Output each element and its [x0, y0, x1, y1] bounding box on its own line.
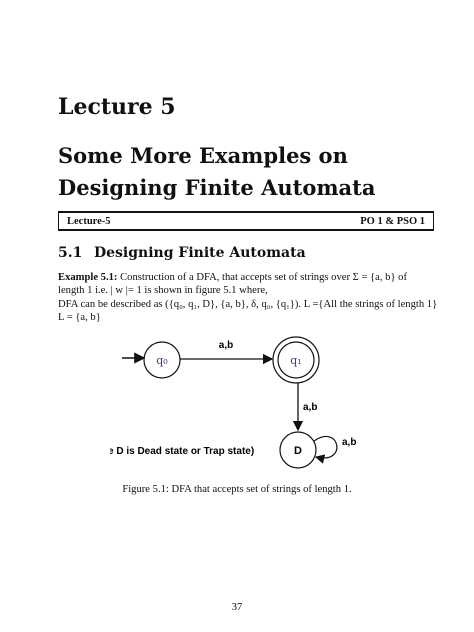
example-line-3: DFA can be described as ({q₀, q₁, D}, {a… [58, 299, 438, 310]
state-dead-label: D [294, 445, 302, 457]
dfa-diagram: q₀ a,b q₁ a,b D a,b (Here D is Dead stat… [110, 335, 380, 475]
dead-state-note: (Here D is Dead state or Trap state) [110, 446, 254, 457]
state-q0 [143, 341, 181, 379]
edge-q0-q1-label: a,b [219, 340, 233, 351]
state-dead [279, 431, 317, 469]
chapter-title: Some More Examples on Designing Finite A… [58, 143, 376, 200]
example-label: Example 5.1: [58, 272, 118, 283]
edge-dead-loop [313, 435, 338, 464]
state-q1-outer [272, 336, 320, 384]
program-outcome: PO 1 & PSO 1 [360, 215, 425, 227]
example-line-1: Example 5.1: Construction of a DFA, that… [58, 271, 418, 284]
section-number: 5.1 [58, 245, 83, 261]
section-title: Designing Finite Automata [94, 245, 306, 261]
edge-q1-dead-label: a,b [303, 402, 317, 413]
state-q0-label: q₀ [156, 354, 168, 367]
state-q1-inner [277, 341, 315, 379]
page-number: 37 [231, 602, 243, 613]
example-text-1: Construction of a DFA, that accepts set … [120, 272, 408, 283]
dfa-svg: q₀ a,b q₁ a,b D a,b (Here D is Dead stat… [110, 336, 356, 469]
lecture-title: Lecture 5 [58, 94, 176, 120]
state-q1-label: q₁ [290, 354, 301, 367]
lecture-id: Lecture-5 [67, 215, 111, 227]
section-heading: 5.1 Designing Finite Automata [58, 245, 306, 261]
lecture-header-bar: Lecture-5 PO 1 & PSO 1 [58, 211, 434, 231]
example-line-2: length 1 i.e. | w |= 1 is shown in figur… [58, 285, 268, 296]
example-line-4: L = {a, b} [58, 312, 101, 323]
edge-dead-loop-label: a,b [342, 437, 356, 448]
figure-caption: Figure 5.1: DFA that accepts set of stri… [122, 484, 352, 495]
